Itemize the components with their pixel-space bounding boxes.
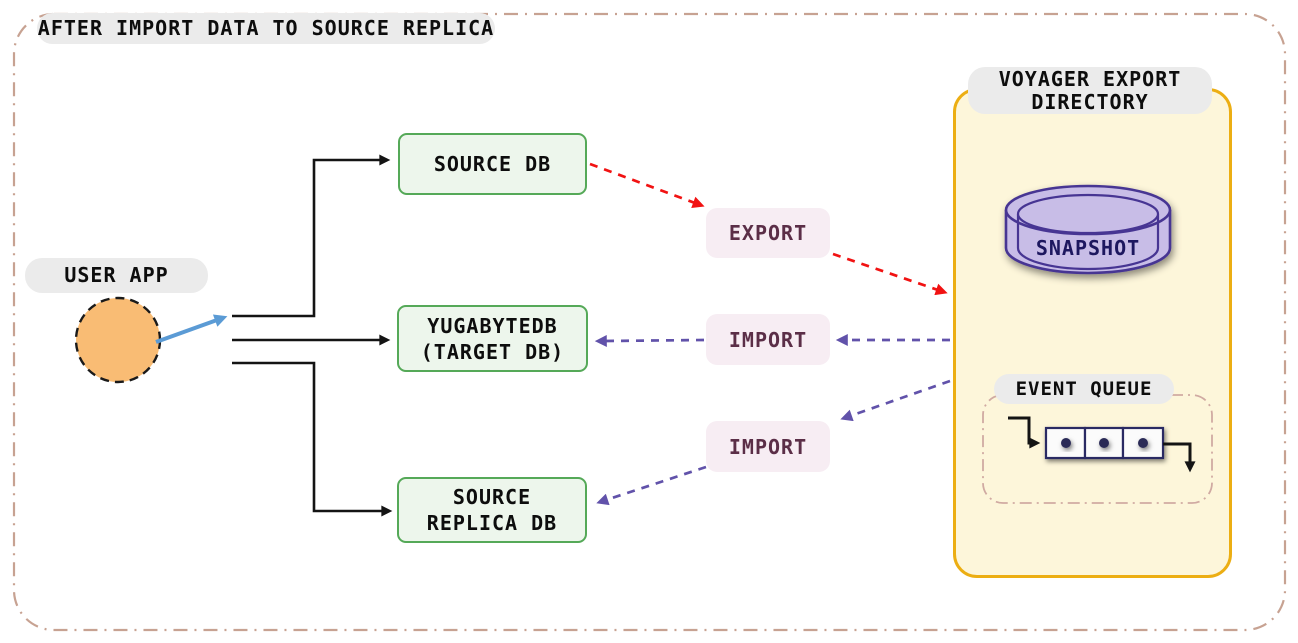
queue-out-arrow: [1163, 442, 1196, 473]
event-queue-label-text: EVENT QUEUE: [1015, 377, 1153, 400]
voyager-export-directory-container: [953, 88, 1232, 578]
node-source-db: SOURCE DB: [398, 133, 587, 195]
snapshot-database-icon: [1004, 184, 1172, 275]
fork-arrow-to-source-db: [232, 154, 391, 318]
snapshot-label-text: SNAPSHOT: [1035, 236, 1141, 260]
snapshot-label: SNAPSHOT: [1006, 236, 1170, 260]
source-replica-label-line2: REPLICA DB: [426, 511, 558, 535]
node-target-db: YUGABYTEDB (TARGET DB): [397, 305, 588, 372]
source-replica-label-line1: SOURCE: [452, 485, 532, 509]
queue-in-arrow: [1008, 416, 1041, 449]
user-app-label: USER APP: [25, 258, 208, 293]
diagram-title: AFTER IMPORT DATA TO SOURCE REPLICA: [37, 13, 495, 44]
diagram-outer-frame: [12, 12, 1287, 632]
import-to-target-label: IMPORT: [706, 314, 830, 365]
import-arrow-label2-to-replica-db: [596, 465, 707, 506]
user-app-circle-icon: [74, 296, 162, 384]
user-app-arrow: [155, 314, 228, 344]
export-label-text: EXPORT: [728, 221, 808, 245]
export-arrow-label-to-directory: [832, 252, 948, 296]
export-arrow-sourcedb-to-label: [589, 162, 705, 208]
import-to-replica-label-text: IMPORT: [728, 434, 808, 459]
diagram-title-text: AFTER IMPORT DATA TO SOURCE REPLICA: [37, 16, 495, 40]
user-app-label-text: USER APP: [64, 263, 169, 287]
target-db-label-line2: (TARGET DB): [420, 339, 565, 364]
target-db-label-line1: YUGABYTEDB: [427, 313, 558, 338]
event-queue-dashed-box: [982, 394, 1213, 504]
import-arrow-label1-to-target-db: [594, 334, 705, 347]
voyager-export-directory-title: VOYAGER EXPORT DIRECTORY: [968, 67, 1212, 114]
fork-arrow-to-source-replica-db: [232, 361, 393, 517]
event-queue-label: EVENT QUEUE: [994, 374, 1174, 404]
source-db-label: SOURCE DB: [433, 152, 552, 176]
voyager-title-line2: DIRECTORY: [1031, 89, 1149, 114]
import-to-replica-label: IMPORT: [706, 421, 830, 472]
import-to-target-label-text: IMPORT: [728, 327, 808, 352]
node-source-replica-db: SOURCE REPLICA DB: [397, 477, 587, 543]
event-queue-icon: [1008, 416, 1196, 473]
voyager-title-line1: VOYAGER EXPORT: [998, 66, 1182, 91]
import-arrow-directory-to-label2: [840, 379, 951, 422]
export-label: EXPORT: [706, 208, 830, 258]
